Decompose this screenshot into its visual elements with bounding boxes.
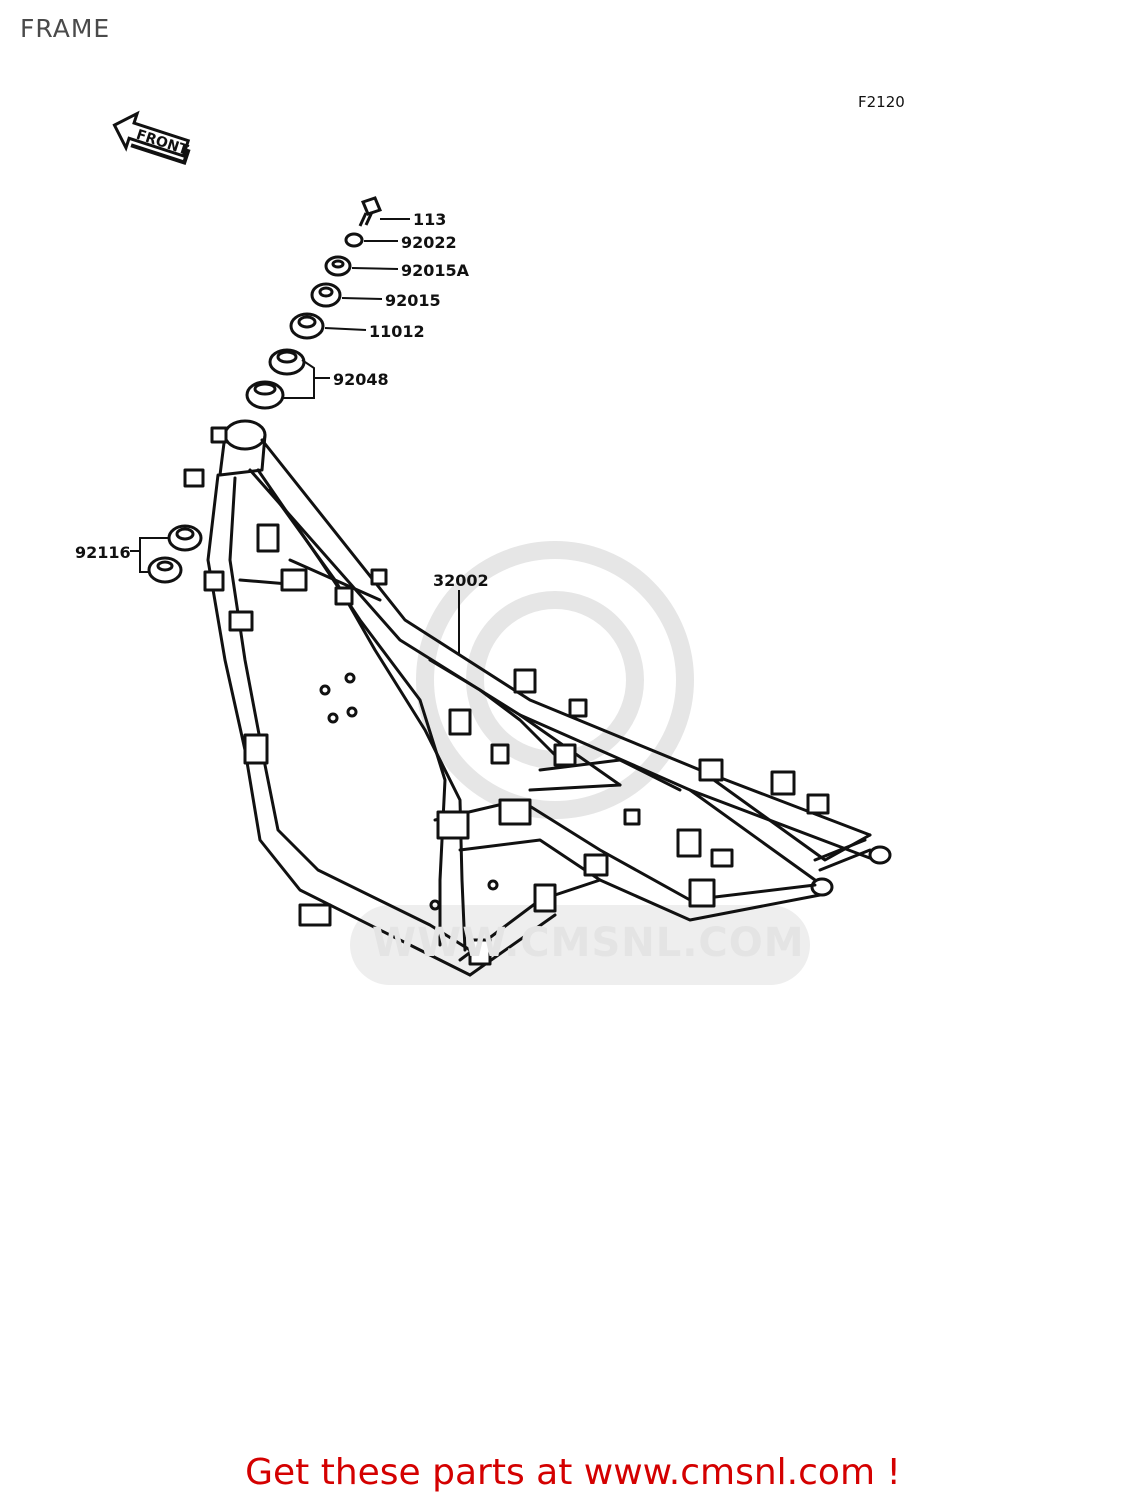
- part-label-92022: 92022: [401, 233, 457, 252]
- bearing-92048-lower-icon: [245, 380, 285, 410]
- part-label-92116: 92116: [75, 543, 131, 562]
- page-title: FRAME: [20, 14, 111, 43]
- frame-32002: [183, 419, 892, 977]
- race-92116-lower-icon: [147, 556, 183, 584]
- nut-92015a-icon: [324, 255, 352, 277]
- washer-92022-icon: [344, 232, 364, 248]
- bearing-92048-upper-icon: [268, 348, 306, 376]
- part-label-92048: 92048: [333, 370, 389, 389]
- front-arrow-icon: FRONT: [112, 110, 191, 166]
- part-label-32002: 32002: [433, 571, 489, 590]
- race-92116-upper-icon: [167, 524, 203, 552]
- watermark-text: WWW.CMSNL.COM: [372, 920, 805, 966]
- part-label-92015: 92015: [385, 291, 441, 310]
- part-label-11012: 11012: [369, 322, 425, 341]
- cap-11012-icon: [289, 312, 325, 340]
- part-label-113: 113: [413, 210, 447, 229]
- cta-link[interactable]: Get these parts at www.cmsnl.com !: [245, 1452, 901, 1493]
- part-label-92015a: 92015A: [401, 261, 470, 280]
- steering-parts: [147, 196, 383, 584]
- bolt-113-icon: [358, 196, 383, 227]
- diagram-code: F2120: [858, 93, 905, 111]
- nut-92015-icon: [310, 282, 342, 308]
- leader-lines: [130, 218, 460, 655]
